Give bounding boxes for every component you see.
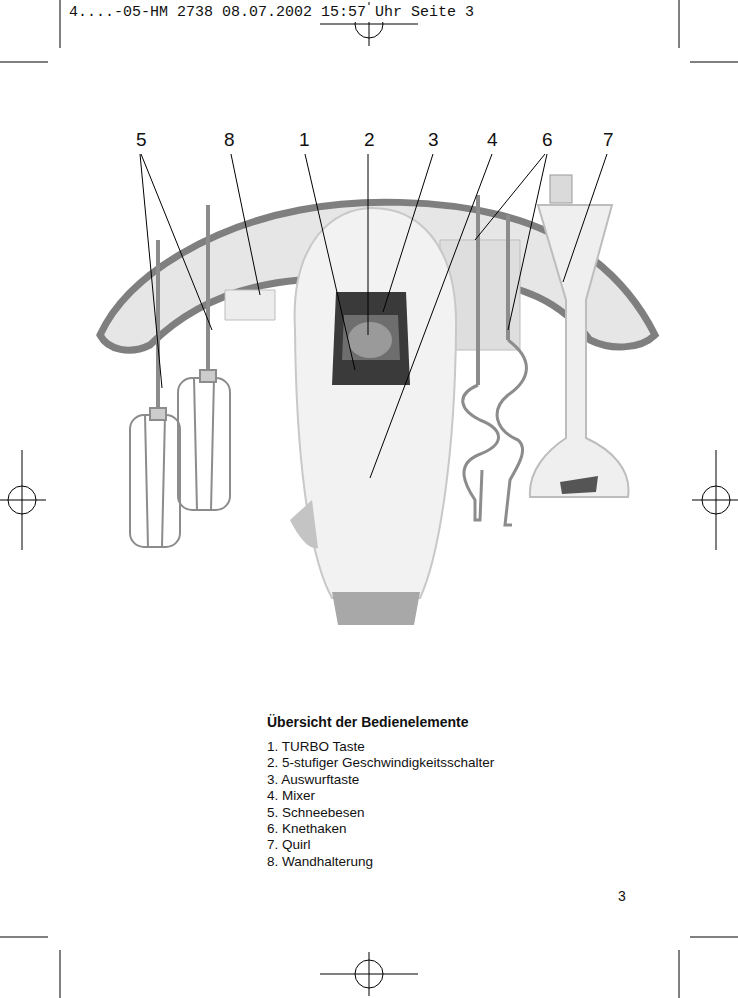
legend-item: 4. Mixer xyxy=(267,789,315,804)
callout-number: 1 xyxy=(297,130,312,151)
legend-item: 7. Quirl xyxy=(267,838,311,853)
section-heading: Übersicht der Bedienelemente xyxy=(267,715,469,730)
callout-number: 7 xyxy=(601,130,616,151)
callout-number: 2 xyxy=(362,130,377,151)
legend-item: 8. Wandhalterung xyxy=(267,855,373,870)
mixer-body xyxy=(295,208,456,598)
legend-item: 3. Auswurftaste xyxy=(267,773,359,788)
print-header: 4....-05-HM 2738 08.07.2002 15:57 Uhr Se… xyxy=(68,5,475,22)
page-number: 3 xyxy=(618,889,626,904)
callout-number: 6 xyxy=(540,130,555,151)
legend-item: 5. Schneebesen xyxy=(267,806,365,821)
callout-number: 8 xyxy=(222,130,237,151)
legend-item: 2. 5-stufiger Geschwindigkeitsschalter xyxy=(267,756,494,771)
callout-number: 3 xyxy=(426,130,441,151)
callout-number: 5 xyxy=(134,130,149,151)
legend-item: 6. Knethaken xyxy=(267,822,347,837)
callout-number: 4 xyxy=(485,130,500,151)
leader-lines xyxy=(140,154,607,478)
dough-hooks xyxy=(463,195,527,525)
blender-stick xyxy=(530,175,629,497)
whisks xyxy=(130,205,230,547)
legend-item: 1. TURBO Taste xyxy=(267,740,365,755)
